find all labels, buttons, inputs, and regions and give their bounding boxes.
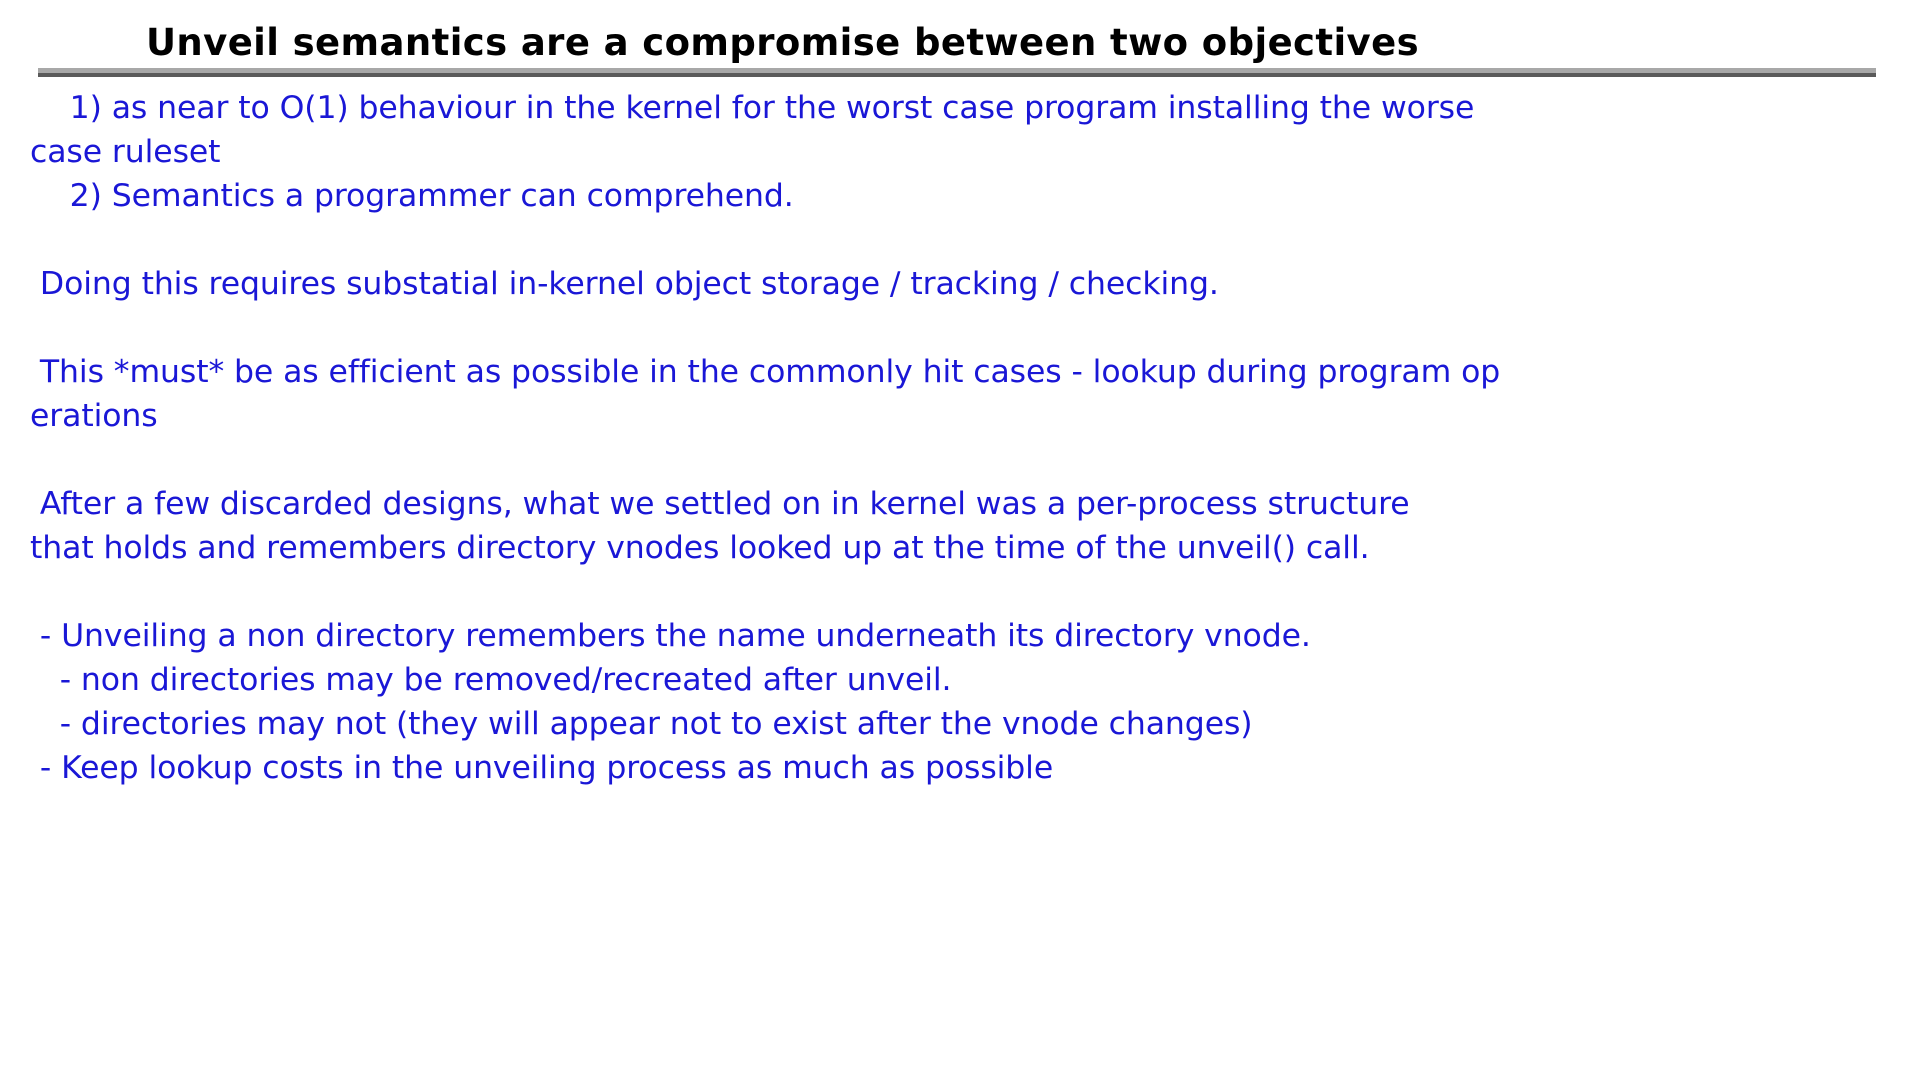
body-spacer xyxy=(30,306,1900,350)
body-line: case ruleset xyxy=(30,134,221,170)
body-line: After a few discarded designs, what we s… xyxy=(30,486,1410,522)
body-line: erations xyxy=(30,398,158,434)
body-line: 2) Semantics a programmer can comprehend… xyxy=(30,178,794,214)
body-line: This *must* be as efficient as possible … xyxy=(30,354,1501,390)
page-title: Unveil semantics are a compromise betwee… xyxy=(145,21,1419,64)
body-line: - Keep lookup costs in the unveiling pro… xyxy=(30,750,1054,786)
body-line: Doing this requires substatial in-kernel… xyxy=(30,266,1219,302)
body-line: - Unveiling a non directory remembers th… xyxy=(30,618,1311,654)
body-line: 1) as near to O(1) behaviour in the kern… xyxy=(30,90,1475,126)
divider-shadow xyxy=(38,73,1876,77)
slide-body: 1) as near to O(1) behaviour in the kern… xyxy=(30,86,1900,790)
title-divider xyxy=(38,68,1876,77)
body-spacer xyxy=(30,438,1900,482)
body-line: that holds and remembers directory vnode… xyxy=(30,530,1370,566)
body-line: - directories may not (they will appear … xyxy=(30,706,1253,742)
body-spacer xyxy=(30,218,1900,262)
divider-highlight xyxy=(38,68,1876,73)
body-line: - non directories may be removed/recreat… xyxy=(30,662,952,698)
body-spacer xyxy=(30,570,1900,614)
